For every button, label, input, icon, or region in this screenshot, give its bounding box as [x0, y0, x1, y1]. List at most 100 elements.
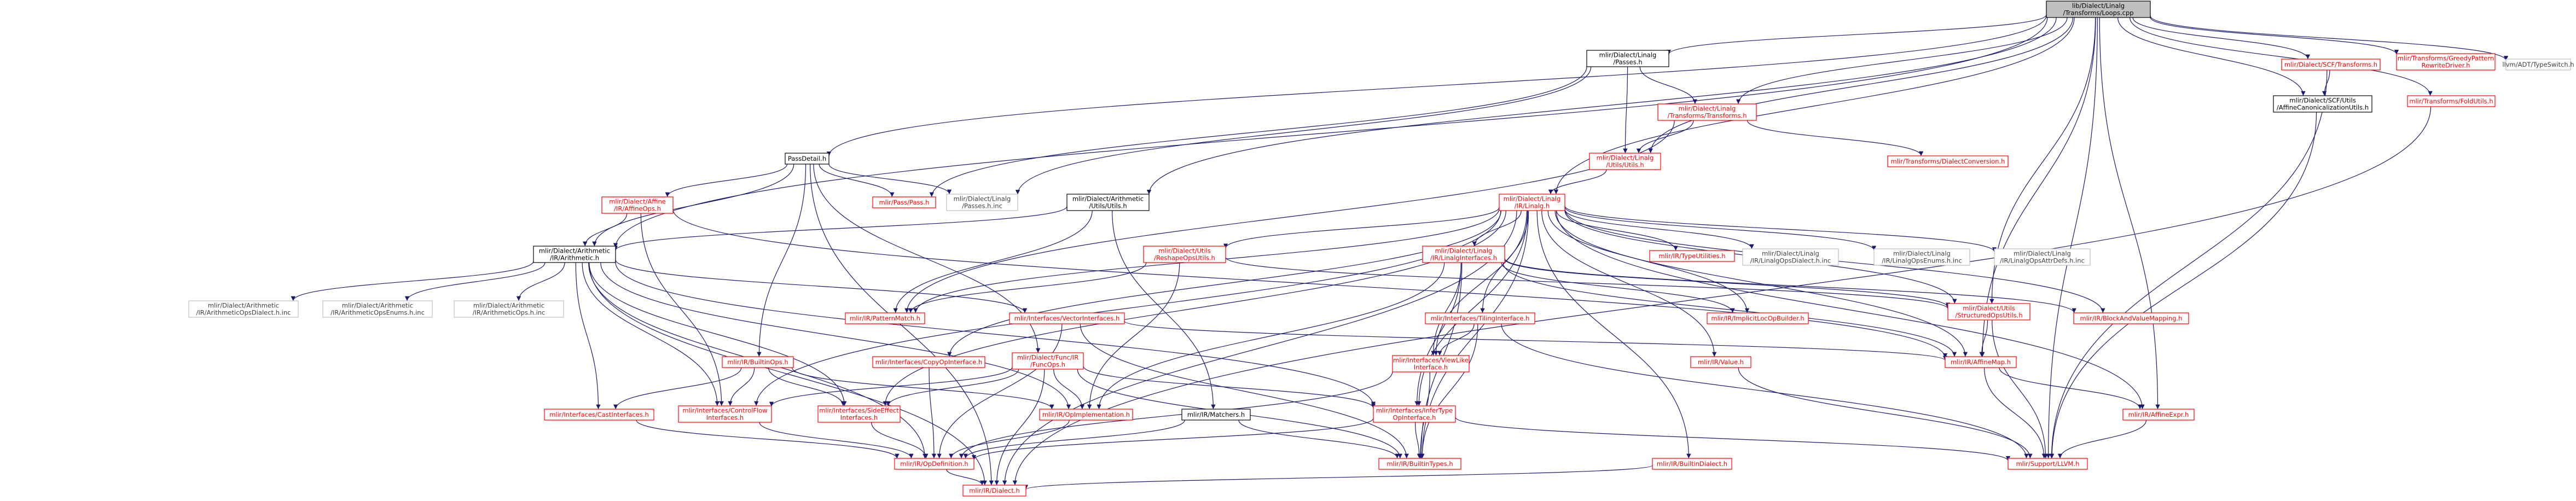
node-dialect-conversion[interactable]: mlir/Transforms/DialectConversion.h	[1887, 155, 2009, 167]
node-box	[872, 356, 985, 368]
edge-pass_detail-to-pass_pass	[819, 164, 895, 197]
node-pass-detail[interactable]: PassDetail.h	[785, 153, 829, 165]
node-op-impl[interactable]: mlir/IR/OpImplementation.h	[1039, 409, 1133, 421]
node-box	[1742, 248, 1839, 266]
node-box	[1066, 194, 1150, 211]
node-box	[1657, 103, 1757, 121]
node-box	[1589, 153, 1661, 170]
node-box	[2073, 312, 2189, 324]
node-scf-affine-canon[interactable]: mlir/Dialect/SCF/Utils/AffineCanonicaliz…	[2273, 95, 2372, 113]
node-label: /IR/ArithmeticOps.h.inc	[473, 309, 546, 317]
node-matchers[interactable]: mlir/IR/Matchers.h	[1181, 409, 1251, 421]
node-block-value-map[interactable]: mlir/IR/BlockAndValueMapping.h	[2073, 312, 2189, 324]
node-builtin-types[interactable]: mlir/IR/BuiltinTypes.h	[1378, 458, 1461, 470]
node-arith-ops-inc: mlir/Dialect/Arithmetic/IR/ArithmeticOps…	[454, 300, 564, 318]
node-label: mlir/IR/OpImplementation.h	[1042, 411, 1130, 418]
edge-pass_detail-to-arith_h	[592, 164, 794, 247]
edge-cast_interfaces-to-op_definition	[636, 420, 900, 459]
node-arith-h[interactable]: mlir/Dialect/Arithmetic/IR/Arithmetic.h	[533, 246, 616, 263]
node-affine-map[interactable]: mlir/IR/AffineMap.h	[1945, 356, 2017, 368]
node-root[interactable]: lib/Dialect/Linalg/Transforms/Loops.cpp	[2046, 1, 2151, 18]
node-affine-ops[interactable]: mlir/Dialect/Affine/IR/AffineOps.h	[601, 196, 674, 214]
node-label: Interface.h	[1414, 364, 1448, 371]
node-copy-interface[interactable]: mlir/Interfaces/CopyOpInterface.h	[872, 356, 985, 368]
edge-arith_h-to-side_effect	[589, 262, 847, 406]
edge-affine_map-to-affine_expr	[1999, 367, 2143, 410]
node-tiling-interface[interactable]: mlir/Interfaces/TilingInterface.h	[1425, 312, 1535, 324]
node-greedy[interactable]: mlir/Transforms/GreedyPatternRewriteDriv…	[2396, 53, 2496, 71]
node-label: mlir/Transforms/GreedyPattern	[2398, 55, 2494, 62]
node-pass-pass[interactable]: mlir/Pass/Pass.h	[872, 196, 936, 208]
node-label: RewriteDriver.h	[2422, 62, 2470, 69]
edge-fold_utils-to-ir_dialect	[1012, 106, 2432, 486]
node-box	[845, 312, 925, 324]
edge-side_effect-to-op_definition	[871, 422, 929, 459]
edge-tiling_interface-to-view_like	[1437, 323, 1475, 356]
node-scf-transforms[interactable]: mlir/Dialect/SCF/Transforms.h	[2281, 59, 2381, 71]
edge-pass_detail-to-affine_ops	[665, 164, 788, 197]
node-linalg-interfaces[interactable]: mlir/Dialect/Linalg/IR/LinalgInterfaces.…	[1422, 246, 1505, 263]
node-box	[1039, 409, 1133, 421]
edge-infer_type-to-builtin_types	[1415, 422, 1422, 459]
node-structured-ops[interactable]: mlir/Dialect/Utils/StructuredOpsUtils.h	[1947, 303, 2030, 321]
node-label: mlir/Dialect/Utils	[1963, 305, 2015, 312]
node-label: mlir/IR/BuiltinDialect.h	[1657, 460, 1727, 468]
edge-func_ops-to-ir_dialect	[994, 369, 1045, 486]
node-label: /ReshapeOpsUtils.h	[1154, 254, 1215, 262]
edge-linalg_transforms-to-dialect_conversion	[1747, 120, 1924, 156]
node-builtin-dialect[interactable]: mlir/IR/BuiltinDialect.h	[1652, 458, 1732, 470]
node-linalg-utils[interactable]: mlir/Dialect/Linalg/Utils/Utils.h	[1589, 153, 1661, 170]
node-ir-value[interactable]: mlir/IR/Value.h	[1690, 356, 1751, 368]
edge-control_flow-to-op_definition	[759, 422, 914, 459]
edge-linalg_linalg-to-linalg_interfaces	[1472, 210, 1522, 247]
node-box	[1994, 248, 2091, 266]
edge-root-to-scf_affine_canon	[2117, 17, 2306, 96]
node-box	[322, 300, 433, 318]
node-cast-interfaces[interactable]: mlir/Interfaces/CastInterfaces.h	[544, 409, 654, 421]
node-box	[544, 409, 654, 421]
node-linalg-linalg[interactable]: mlir/Dialect/Linalg/IR/Linalg.h	[1499, 194, 1565, 211]
node-support-llvm[interactable]: mlir/Support/LLVM.h	[2008, 458, 2088, 470]
node-func-ops[interactable]: mlir/Dialect/Func/IR/FuncOps.h	[1012, 352, 1084, 370]
node-linalg-transforms[interactable]: mlir/Dialect/Linalg/Transforms/Transform…	[1657, 103, 1757, 121]
node-linalg-attrdefs-inc: mlir/Dialect/Linalg/IR/LinalgOpsAttrDefs…	[1994, 248, 2091, 266]
edge-affine_ops-to-arith_h	[582, 213, 628, 247]
edge-arith_h-to-arith_ops_inc	[516, 262, 565, 301]
node-affine-expr[interactable]: mlir/IR/AffineExpr.h	[2122, 409, 2195, 421]
node-fold-utils[interactable]: mlir/Transforms/FoldUtils.h	[2407, 95, 2496, 107]
node-ir-dialect[interactable]: mlir/IR/Dialect.h	[962, 485, 1026, 497]
edge-linalg_linalg-to-linalg_attrdefs_inc	[1564, 206, 1997, 252]
node-label: mlir/Pass/Pass.h	[879, 199, 930, 206]
node-box	[678, 405, 772, 423]
edge-pass_detail-to-builtin_ops	[757, 164, 807, 357]
node-box	[1947, 303, 2030, 321]
node-box	[2505, 59, 2571, 71]
node-label: /Utils/Utils.h	[1089, 202, 1127, 210]
node-label: /IR/AffineOps.h	[614, 205, 661, 213]
node-implicit-loc[interactable]: mlir/IR/ImplicitLocOpBuilder.h	[1707, 312, 1809, 324]
node-label: /IR/LinalgOpsDialect.h.inc	[1750, 257, 1831, 265]
node-type-utilities[interactable]: mlir/IR/TypeUtilities.h	[1649, 250, 1735, 262]
edge-linalg_linalg-to-ir_dialect	[1002, 210, 1517, 486]
node-box	[1422, 246, 1505, 263]
node-label: mlir/Interfaces/SideEffect	[819, 407, 899, 415]
node-linalg-passes[interactable]: mlir/Dialect/Linalg/Passes.h	[1586, 50, 1669, 67]
node-label: /Transforms/Transforms.h	[1667, 112, 1747, 120]
node-builtin-ops[interactable]: mlir/IR/BuiltinOps.h	[722, 356, 794, 368]
edge-pass_detail-to-linalg_passes_inc	[828, 164, 952, 195]
node-pattern-match[interactable]: mlir/IR/PatternMatch.h	[845, 312, 925, 324]
node-arith-utils[interactable]: mlir/Dialect/Arithmetic/Utils/Utils.h	[1066, 194, 1150, 211]
node-box	[894, 458, 974, 470]
node-vector-interfaces[interactable]: mlir/Interfaces/VectorInterfaces.h	[1009, 312, 1125, 324]
node-utils-reshape[interactable]: mlir/Dialect/Utils/ReshapeOpsUtils.h	[1143, 246, 1226, 263]
node-label: mlir/Dialect/Linalg	[1679, 105, 1736, 113]
edge-layer	[291, 14, 2509, 490]
edge-vector_interfaces-to-op_definition	[937, 323, 1063, 459]
node-label: mlir/Dialect/SCF/Utils	[2289, 97, 2355, 104]
edge-linalg_interfaces-to-op_impl	[1096, 262, 1445, 410]
node-op-definition[interactable]: mlir/IR/OpDefinition.h	[894, 458, 974, 470]
